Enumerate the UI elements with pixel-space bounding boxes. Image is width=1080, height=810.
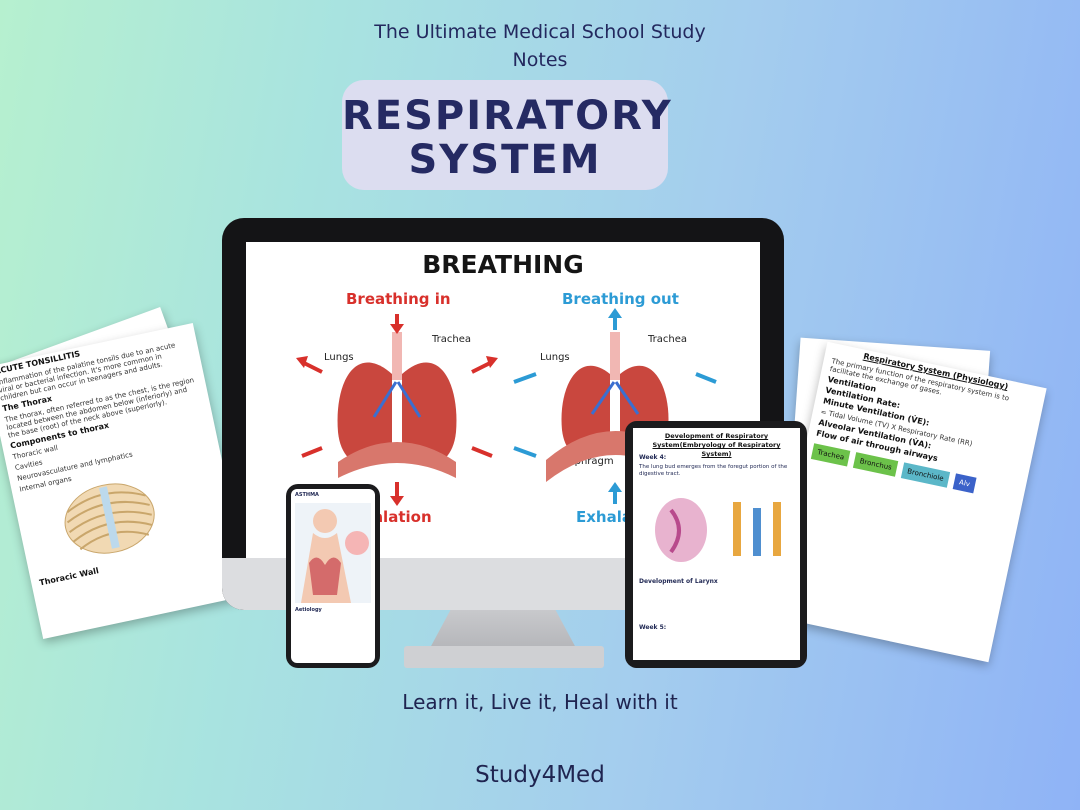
title-line1: RESPIRATORY (342, 93, 673, 139)
phone-screen: ASTHMA Aetiology (291, 489, 375, 663)
ribcage-illustration (64, 483, 155, 554)
trachea-label-left: Trachea (432, 334, 471, 345)
diaphragm-label: Diaphragm (558, 456, 614, 467)
brand-name: Study4Med (475, 762, 605, 788)
flow-box: Trachea (810, 443, 851, 467)
pre-title-line2: Notes (512, 49, 568, 71)
phone-heading: ASTHMA (295, 492, 319, 498)
breathing-in-heading: Breathing in (346, 290, 451, 308)
pre-title: The Ultimate Medical School Study Notes (0, 18, 1080, 74)
tablet-text1: The lung bud emerges from the foregut po… (639, 464, 788, 477)
airway-illustration (295, 503, 371, 603)
pre-title-line1: The Ultimate Medical School Study (374, 21, 706, 43)
tablet-title: Development of Respiratory System(Embryo… (652, 432, 781, 458)
monitor-stand-neck (430, 610, 576, 648)
tagline: Learn it, Live it, Heal with it (402, 690, 678, 714)
tablet-week5: Week 5: (639, 624, 667, 631)
flow-box: Bronchus (853, 452, 899, 477)
tablet-screen: Development of Respiratory System(Embryo… (633, 428, 800, 660)
lungs-label-left: Lungs (324, 352, 354, 363)
embryo-diagram (655, 498, 781, 562)
tablet-week4: Week 4: (639, 454, 667, 461)
lungs-label-right: Lungs (540, 352, 570, 363)
breathing-title: BREATHING (422, 250, 584, 279)
flow-box: Bronchiole (900, 462, 951, 488)
title-badge: RESPIRATORY SYSTEM (342, 80, 673, 190)
monitor-stand-foot (404, 646, 604, 668)
title-line2: SYSTEM (408, 137, 602, 183)
flow-box: Alv (952, 473, 977, 494)
phone-aetiology: Aetiology (295, 607, 322, 613)
tablet-larynx: Development of Larynx (639, 578, 718, 585)
left-document: ACUTE TONSILLITIS Inflammation of the pa… (0, 322, 251, 640)
trachea-label-right: Trachea (648, 334, 687, 345)
breathing-out-heading: Breathing out (562, 290, 679, 308)
